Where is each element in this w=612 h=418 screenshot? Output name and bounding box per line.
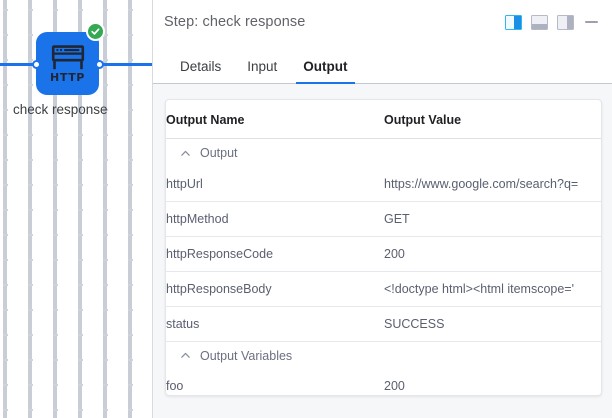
workflow-node-http[interactable]: HTTP: [36, 32, 99, 95]
table-row: httpUrl https://www.google.com/search?q=: [166, 166, 601, 202]
http-window-icon: [51, 44, 85, 71]
canvas-panel-divider: [152, 0, 153, 418]
output-card: Output Name Output Value: [165, 99, 602, 396]
group-cell: Output: [166, 139, 601, 167]
output-name-cell: status: [166, 306, 384, 342]
connector-edge-outgoing: [96, 63, 153, 66]
panel-tabs: Details Input Output: [153, 44, 612, 84]
table-group-row-output[interactable]: Output: [166, 139, 601, 167]
table-row: httpResponseBody <!doctype html><html it…: [166, 271, 601, 307]
tab-details[interactable]: Details: [180, 58, 222, 74]
output-table-body: Output httpUrl https://www.google.com/se…: [166, 139, 601, 396]
panel-body: Output Name Output Value: [153, 84, 612, 418]
table-row: httpResponseCode 200: [166, 236, 601, 272]
output-value-cell: 200: [384, 379, 405, 393]
panel-header: Step: check response: [153, 0, 612, 44]
table-group-row-output-variables[interactable]: Output Variables: [166, 341, 601, 369]
output-name-cell: httpResponseCode: [166, 236, 384, 272]
chevron-up-icon[interactable]: [180, 148, 191, 159]
table-row: foo 200: [166, 369, 601, 395]
output-value-cell: https://www.google.com/search?q=: [384, 166, 601, 202]
panel-header-actions: [505, 14, 602, 30]
group-label: Output Variables: [200, 348, 293, 363]
group-label: Output: [200, 146, 238, 160]
tab-input[interactable]: Input: [247, 58, 278, 74]
table-header-row: Output Name Output Value: [166, 100, 601, 139]
output-name-cell: httpMethod: [166, 201, 384, 237]
output-table: Output Name Output Value: [166, 100, 601, 396]
check-circle-icon: [86, 22, 105, 41]
output-name-cell: foo: [166, 379, 184, 393]
output-name-cell: httpResponseBody: [166, 271, 384, 307]
node-icon-label: HTTP: [50, 70, 85, 84]
output-table-head: Output Name Output Value: [166, 100, 601, 139]
chevron-up-icon[interactable]: [180, 350, 191, 361]
column-header-output-value: Output Value: [384, 100, 601, 139]
node-output-port[interactable]: [95, 60, 104, 69]
group-cell: Output Variables: [166, 341, 601, 369]
dock-left-panel-icon[interactable]: [557, 14, 574, 30]
page-title: Step: check response: [164, 14, 306, 30]
column-header-output-name: Output Name: [166, 100, 384, 139]
connector-edge-incoming: [0, 63, 44, 66]
table-row: status SUCCESS: [166, 306, 601, 342]
output-value-cell: 200: [384, 236, 601, 272]
output-name-cell: httpUrl: [166, 166, 384, 202]
output-value-cell: SUCCESS: [384, 306, 601, 342]
dock-right-panel-icon[interactable]: [505, 14, 522, 30]
dock-bottom-panel-icon[interactable]: [531, 14, 548, 30]
step-details-panel: Step: check response Details Input Outpu…: [153, 0, 612, 418]
output-value-cell: GET: [384, 201, 601, 237]
tab-output[interactable]: Output: [290, 59, 360, 84]
node-caption: check response: [13, 102, 108, 117]
workflow-canvas[interactable]: HTTP check response: [0, 0, 153, 418]
node-input-port[interactable]: [32, 60, 41, 69]
output-value-cell: <!doctype html><html itemscope=': [384, 271, 601, 307]
table-row: httpMethod GET: [166, 201, 601, 237]
minimize-icon[interactable]: [585, 21, 598, 23]
